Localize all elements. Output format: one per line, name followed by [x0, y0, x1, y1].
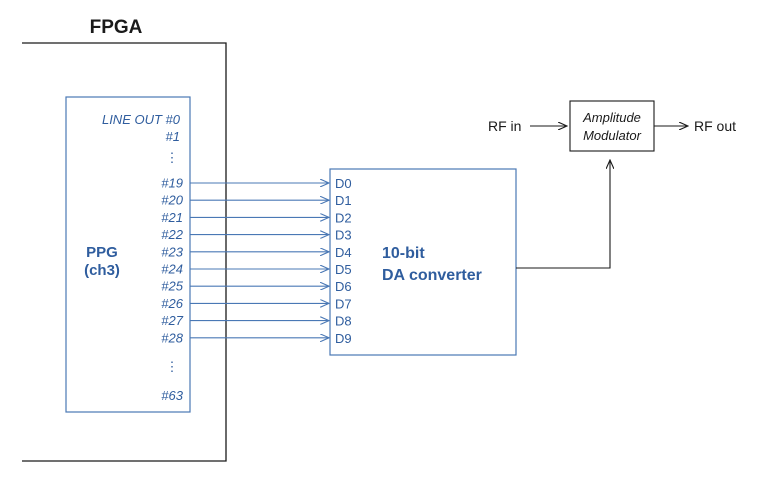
dac-input-label: D6: [335, 279, 352, 294]
ppg-name: PPG: [86, 244, 118, 261]
ppg-ellipsis-bottom: ⋮: [166, 359, 179, 374]
dac-input-label: D9: [335, 331, 352, 346]
dac-input-label: D2: [335, 210, 352, 225]
ppg-line-out-0: LINE OUT #0: [102, 112, 181, 127]
ppg-output-label: #23: [161, 244, 183, 259]
modulator-block: [569, 100, 655, 152]
ppg-connected-outputs: #19 #20 #21 #22 #23 #24 #25 #26 #27 #28: [161, 176, 183, 346]
ppg-line-out-63: #63: [161, 388, 183, 403]
ppg-output-label: #26: [161, 296, 183, 311]
ppg-output-label: #19: [161, 176, 183, 191]
dac-block: [329, 168, 517, 356]
dac-input-label: D8: [335, 314, 352, 329]
ppg-block: [65, 96, 191, 413]
ppg-output-label: #27: [161, 313, 183, 328]
ppg-output-label: #22: [161, 227, 183, 242]
ppg-output-label: #21: [161, 210, 183, 225]
ppg-line-out-1: #1: [166, 129, 180, 144]
dac-to-modulator-arrow: [516, 160, 610, 269]
fpga-title: FPGA: [90, 17, 143, 38]
ppg-output-label: #20: [161, 193, 183, 208]
rf-out-label: RF out: [694, 118, 736, 134]
dac-title-line1: 10-bit: [382, 245, 425, 262]
modulator-label-line1: Amplitude: [582, 110, 641, 125]
dac-input-label: D0: [335, 176, 352, 191]
dac-input-label: D4: [335, 245, 352, 260]
dac-title-line2: DA converter: [382, 267, 482, 284]
ppg-output-label: #24: [161, 262, 183, 277]
dac-input-label: D5: [335, 262, 352, 277]
rf-in-label: RF in: [488, 118, 521, 134]
dac-input-label: D3: [335, 228, 352, 243]
modulator-label-line2: Modulator: [583, 128, 641, 143]
ppg-output-label: #28: [161, 330, 183, 345]
ppg-ellipsis-top: ⋮: [166, 150, 179, 165]
ppg-channel: (ch3): [84, 262, 120, 279]
bus-arrows: [190, 183, 329, 338]
ppg-output-label: #25: [161, 279, 183, 294]
dac-input-label: D1: [335, 193, 352, 208]
dac-input-label: D7: [335, 296, 352, 311]
